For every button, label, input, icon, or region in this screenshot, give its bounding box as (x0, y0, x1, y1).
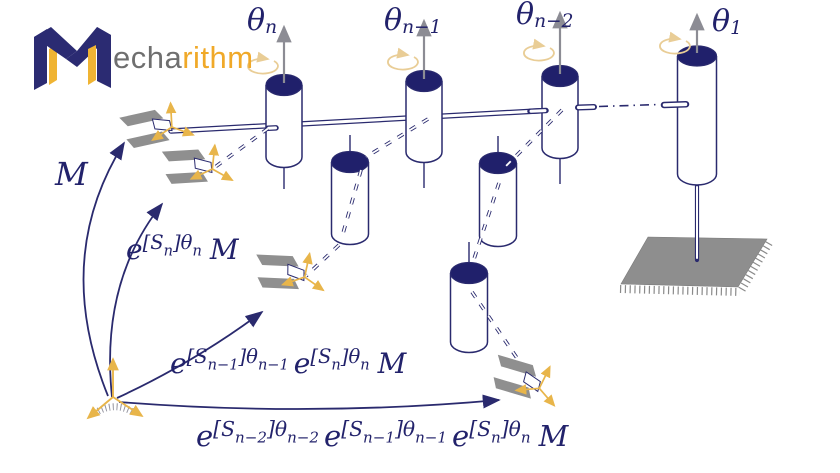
links-dashed (209, 108, 564, 388)
logo-text-gray: echa (113, 40, 183, 75)
logo-wordmark: echarithm (113, 40, 254, 76)
label-theta-1: θ1 (712, 4, 742, 39)
gripper-icon-exp-n2 (484, 344, 568, 415)
label-theta-n: θn (247, 3, 278, 38)
joint-copy-n-after-n2 (449, 261, 489, 354)
logo-m-icon (34, 27, 111, 90)
link-connectors (265, 101, 690, 132)
dash-dot-link (598, 103, 660, 108)
gripper-icon-exp-n1 (250, 243, 330, 300)
joint-theta-1 (659, 12, 718, 186)
logo-text-gold: rithm (182, 40, 254, 75)
frame-axes-icon (86, 357, 144, 420)
rotation-arrow-icon (523, 38, 555, 62)
joint-theta-n (247, 24, 303, 189)
joint-theta-n2 (523, 10, 579, 184)
rotation-arrow-icon (247, 51, 279, 75)
joint-copy-n1-after-n2 (478, 151, 518, 248)
arrow-to-exp-n1 (116, 310, 264, 399)
link-solid (168, 107, 549, 134)
label-theta-n-1: θn−1 (384, 3, 442, 38)
label-theta-n-2: θn−2 (516, 0, 574, 32)
arrow-to-exp-n2 (118, 394, 501, 410)
gripper-icon-m (119, 102, 194, 149)
base-frame-icon (86, 357, 144, 420)
ground-plane-icon (619, 236, 773, 296)
rotation-arrow-icon (659, 31, 691, 55)
rotation-arrow-icon (387, 47, 419, 71)
label-m-matrix: M (55, 155, 88, 193)
joint-copy-n-after-n1 (330, 150, 370, 246)
arrow-to-m (82, 141, 125, 397)
gripper-icon-exp-n (159, 140, 236, 190)
joint-theta-n1 (387, 18, 443, 188)
